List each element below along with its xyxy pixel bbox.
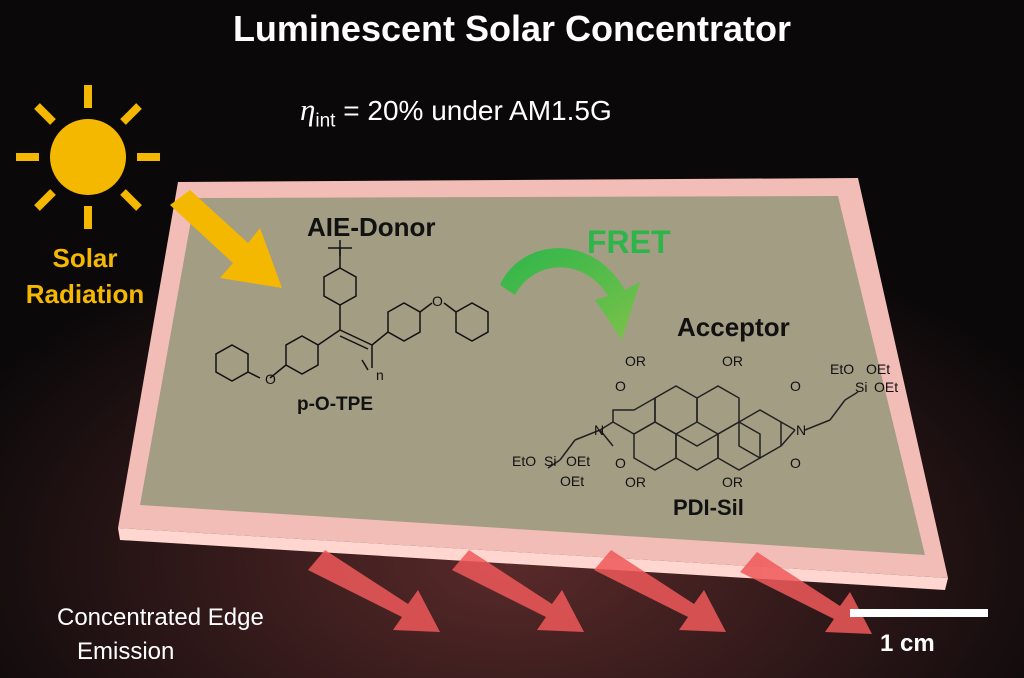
- solar-label-line1: Solar: [52, 243, 118, 273]
- svg-text:OEt: OEt: [866, 361, 890, 377]
- acceptor-heading: Acceptor: [677, 312, 790, 342]
- svg-text:O: O: [615, 378, 626, 394]
- solar-arrow-icon: [170, 190, 282, 288]
- svg-text:N: N: [594, 422, 604, 438]
- donor-heading: AIE-Donor: [307, 212, 436, 242]
- svg-text:O: O: [790, 378, 801, 394]
- sun-icon: [16, 85, 160, 229]
- emission-arrow-icon: [308, 550, 440, 632]
- donor-structure: O O n: [215, 240, 489, 387]
- svg-text:O: O: [265, 371, 276, 387]
- or-group: OR: [722, 474, 743, 490]
- emission-arrow-icon: [452, 550, 584, 632]
- svg-text:OEt: OEt: [874, 379, 898, 395]
- svg-text:Si: Si: [855, 379, 867, 395]
- or-group: OR: [722, 353, 743, 369]
- efficiency-label: ηint = 20% under AM1.5G: [300, 92, 612, 132]
- or-group: OR: [625, 353, 646, 369]
- repeat-unit-n: n: [376, 367, 384, 383]
- or-group: OR: [625, 474, 646, 490]
- slab-surface: [140, 196, 925, 555]
- acceptor-name: PDI-Sil: [673, 495, 744, 520]
- svg-text:EtO: EtO: [830, 361, 854, 377]
- solar-label-line2: Radiation: [25, 279, 145, 309]
- scale-bar-label: 1 cm: [880, 630, 935, 657]
- edge-emission-line1: Concentrated Edge: [57, 604, 264, 631]
- svg-text:O: O: [432, 293, 443, 309]
- svg-text:EtO: EtO: [512, 453, 536, 469]
- slab-bottom-edge: [118, 528, 948, 590]
- svg-text:N: N: [796, 422, 806, 438]
- svg-text:Si: Si: [544, 453, 556, 469]
- donor-name: p-O-TPE: [297, 394, 373, 415]
- emission-arrow-icon: [740, 552, 872, 634]
- figure-title: Luminescent Solar Concentrator: [232, 8, 792, 49]
- emission-arrow-icon: [594, 550, 726, 632]
- svg-text:OEt: OEt: [566, 453, 590, 469]
- scale-bar: [850, 609, 988, 617]
- acceptor-structure: OR OR OR OR O O O O N N EtO Si OEt OEt E…: [512, 353, 898, 490]
- edge-emission-arrows: [308, 550, 872, 634]
- fret-arrow-icon: [500, 248, 640, 340]
- svg-text:O: O: [790, 455, 801, 471]
- edge-emission-line2: Emission: [77, 638, 175, 665]
- svg-text:OEt: OEt: [560, 473, 584, 489]
- fret-label: FRET: [587, 224, 671, 260]
- svg-text:O: O: [615, 455, 626, 471]
